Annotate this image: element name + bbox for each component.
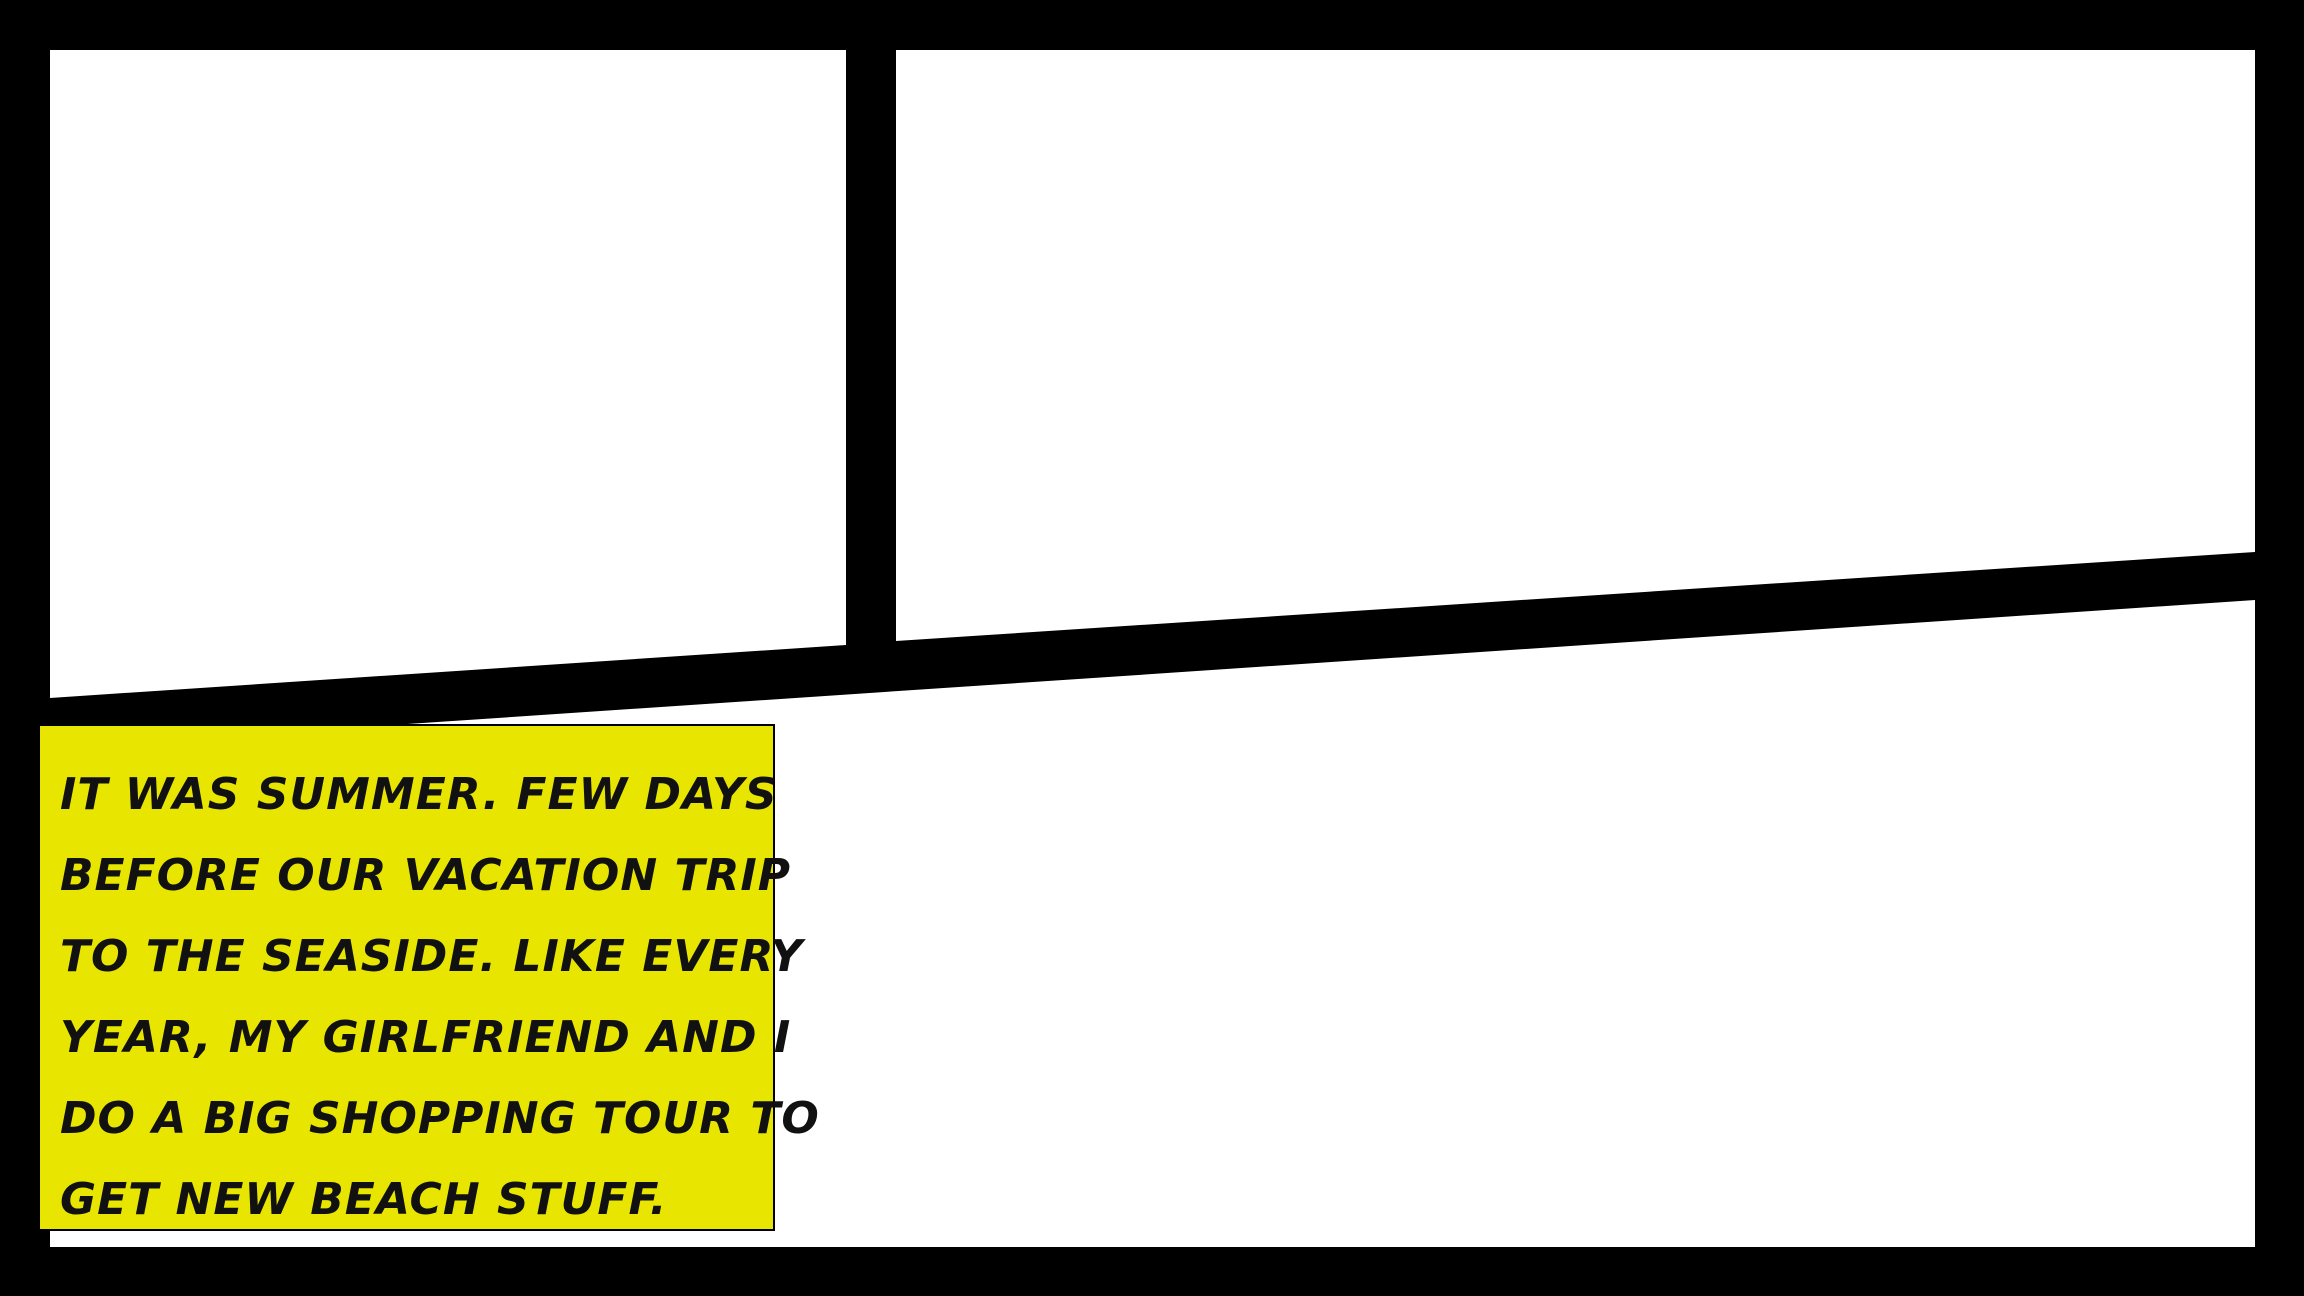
caption-line: DO A BIG SHOPPING TOUR TO <box>60 1093 820 1144</box>
caption-box: IT WAS SUMMER. FEW DAYS BEFORE OUR VACAT… <box>38 724 820 1231</box>
caption-line: GET NEW BEACH STUFF. <box>60 1174 668 1225</box>
panel-top-right <box>896 50 2255 641</box>
caption-line: IT WAS SUMMER. FEW DAYS <box>60 769 778 820</box>
caption-line: YEAR, MY GIRLFRIEND AND I <box>60 1012 792 1063</box>
panel-top-left <box>50 50 846 698</box>
caption-line: BEFORE OUR VACATION TRIP <box>60 850 791 901</box>
caption-line: TO THE SEASIDE. LIKE EVERY <box>60 931 804 982</box>
